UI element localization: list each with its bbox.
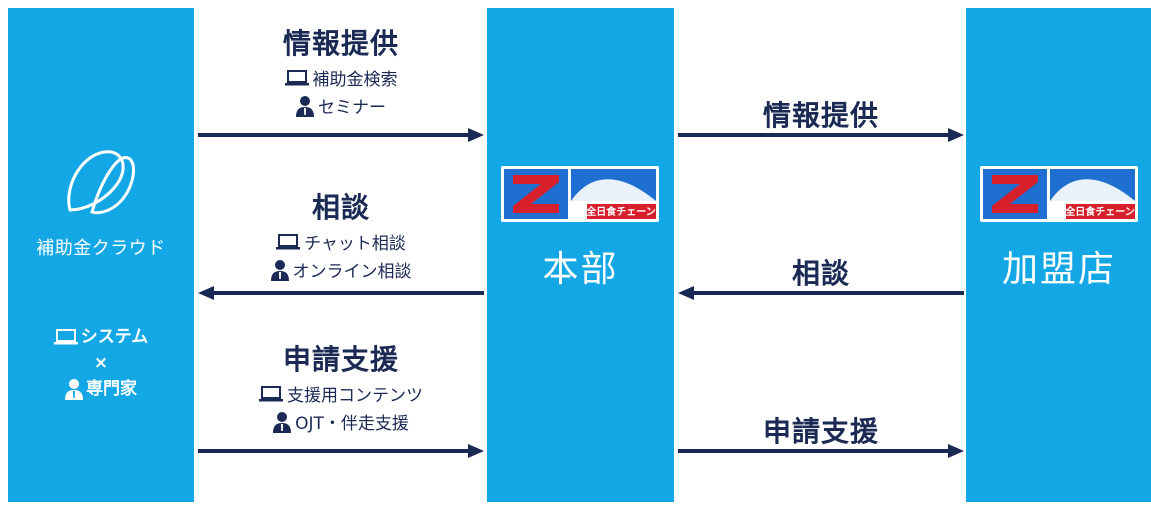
expert-label: 専門家 (86, 379, 137, 399)
logo-caption: 全日食チェーン (1064, 205, 1135, 218)
flow-item-text: OJT・伴走支援 (295, 414, 409, 434)
flow-consultation-store: 相談 (676, 252, 966, 292)
zennisshoku-logo: 全日食チェーン (501, 166, 659, 222)
flow-item: OJT・伴走支援 (196, 409, 486, 434)
laptop-icon (53, 329, 78, 345)
arrow-right (198, 444, 484, 458)
zennisshoku-logo: 全日食チェーン (980, 166, 1138, 222)
flow-application-support-store: 申請支援 (676, 410, 966, 450)
cloud-service-name: 補助金クラウド (36, 238, 166, 259)
flow-title: 相談 (311, 191, 370, 224)
flow-item-text: 補助金検索 (312, 70, 398, 90)
flow-item-text: チャット相談 (304, 234, 406, 254)
flow-title: 相談 (791, 257, 850, 290)
flow-item: 支援用コンテンツ (196, 381, 486, 406)
flow-info-provision: 情報提供 補助金検索 セミナー (196, 22, 486, 118)
person-icon (65, 379, 83, 400)
arrow-right (678, 128, 964, 142)
arrow-right (678, 444, 964, 458)
member-store-panel: 全日食チェーン 加盟店 (966, 8, 1151, 502)
person-icon (270, 259, 289, 281)
laptop-icon (284, 69, 309, 85)
flow-item: チャット相談 (196, 229, 486, 254)
system-label: システム (80, 327, 149, 347)
flow-info-provision-store: 情報提供 (676, 94, 966, 134)
member-store-label: 加盟店 (1001, 249, 1116, 290)
arrow-right (198, 128, 484, 142)
arrow-left (198, 286, 484, 300)
arrow-left (678, 286, 964, 300)
cross-sign: × (93, 353, 109, 373)
flow-item: オンライン相談 (196, 257, 486, 282)
flow-application-support: 申請支援 支援用コンテンツ OJT・伴走支援 (196, 338, 486, 434)
cloud-logo-icon (67, 150, 136, 215)
flow-item-text: 支援用コンテンツ (287, 386, 423, 406)
flow-item-text: オンライン相談 (292, 262, 412, 282)
flow-title: 情報提供 (282, 27, 399, 60)
headquarters-panel: 全日食チェーン 本部 (487, 8, 674, 502)
system-expert-block: システム × 専門家 (8, 324, 194, 402)
flow-consultation: 相談 チャット相談 オンライン相談 (196, 186, 486, 282)
headquarters-label: 本部 (542, 249, 619, 290)
person-icon (273, 411, 292, 433)
supplier-panel: 補助金クラウド システム × 専門家 (8, 8, 194, 502)
laptop-icon (276, 233, 301, 249)
flow-title: 情報提供 (762, 99, 879, 132)
flow-title: 申請支援 (762, 415, 879, 448)
flow-item-text: セミナー (318, 98, 386, 118)
laptop-icon (259, 385, 283, 401)
logo-caption: 全日食チェーン (585, 205, 656, 218)
flow-item: セミナー (196, 93, 486, 118)
flow-title: 申請支援 (282, 343, 399, 376)
person-icon (296, 95, 314, 117)
flow-item: 補助金検索 (196, 65, 486, 90)
